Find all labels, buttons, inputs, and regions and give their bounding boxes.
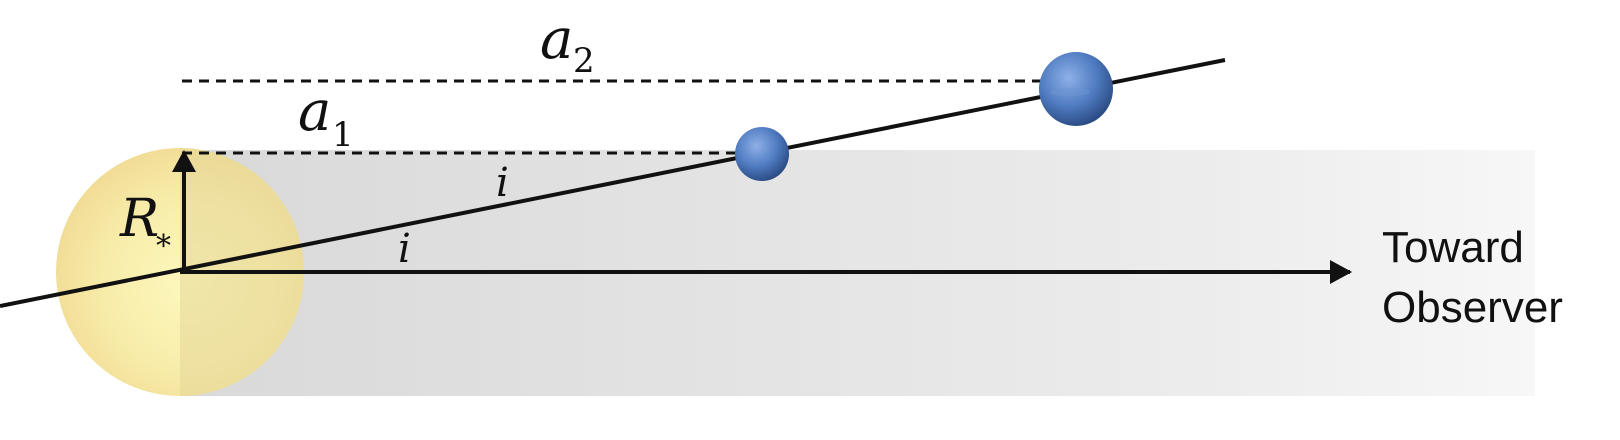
inclination-label-upper: i bbox=[496, 160, 509, 206]
label-stellar-radius: R * bbox=[119, 189, 171, 264]
label-a1: a 1 bbox=[298, 79, 354, 155]
orbital-plane-line bbox=[0, 58, 1226, 308]
label-a1-main: a bbox=[298, 79, 331, 144]
observer-arrowhead bbox=[1330, 260, 1352, 284]
label-r-subscript: * bbox=[156, 229, 171, 264]
stellar-radius-arrowhead bbox=[172, 150, 196, 172]
label-a2-main: a bbox=[540, 7, 573, 72]
label-a2: a 2 bbox=[540, 7, 595, 81]
outer-planet-band bbox=[1050, 88, 1090, 96]
label-a2-subscript: 2 bbox=[573, 41, 595, 81]
label-r-main: R bbox=[119, 189, 159, 249]
inner-planet bbox=[735, 127, 789, 181]
inclination-label-lower: i bbox=[398, 226, 411, 272]
label-a1-subscript: 1 bbox=[332, 115, 354, 155]
observer-label-line1: Toward bbox=[1382, 223, 1524, 272]
observer-label-line2: Observer bbox=[1382, 283, 1563, 332]
